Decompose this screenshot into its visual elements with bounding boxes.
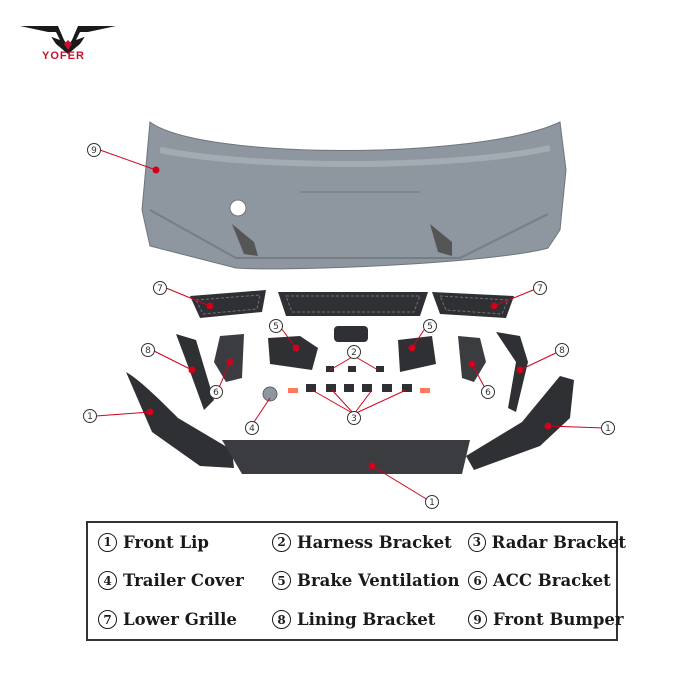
svg-text:7: 7 [157,284,163,294]
callout-1-right: 1 [601,421,615,435]
callout-3: 3 [347,411,361,425]
acc-bracket-right [458,336,486,382]
callout-2: 2 [347,345,361,359]
svg-text:6: 6 [213,388,219,398]
svg-text:8: 8 [559,346,565,356]
callout-5-right: 5 [423,319,437,333]
callout-1-left: 1 [83,409,97,423]
callout-1-center: 1 [425,495,439,509]
acc-bracket-left [214,334,244,382]
svg-text:1: 1 [429,498,435,508]
svg-text:7: 7 [537,284,543,294]
callout-6-left: 6 [209,385,223,399]
callout-8-left: 8 [141,343,155,357]
lower-grille-right [432,292,514,318]
front-lip-center [222,440,470,474]
brake-ventilation-left [268,336,318,370]
svg-text:5: 5 [273,322,279,332]
callout-4: 4 [245,421,259,435]
callout-6-right: 6 [481,385,495,399]
lower-grille-left [190,290,266,318]
grille-emblem-mount [334,326,368,342]
lower-grille-center [278,292,428,316]
callout-7-left: 7 [153,281,167,295]
svg-text:8: 8 [145,346,151,356]
front-bumper [141,121,567,270]
small-brackets [306,366,412,392]
svg-text:2: 2 [351,348,357,358]
svg-text:3: 3 [351,414,357,424]
yofer-logo-icon [20,26,116,54]
callout-9: 9 [87,143,101,157]
callout-7-right: 7 [533,281,547,295]
svg-text:1: 1 [605,424,611,434]
svg-text:4: 4 [249,424,255,434]
trailer-cover [262,386,278,402]
front-lip-left [126,372,234,468]
parts-diagram: 9 7 7 5 5 2 8 8 6 6 1 1 1 4 3 [83,121,615,509]
svg-text:9: 9 [91,146,97,156]
front-lip-right [466,376,574,470]
lining-bracket-left [176,334,214,410]
svg-text:6: 6 [485,388,491,398]
lining-bracket-right [496,332,528,412]
callout-8-right: 8 [555,343,569,357]
callout-5-left: 5 [269,319,283,333]
brand-name: YOFER [42,50,85,62]
brake-ventilation-right [398,336,436,372]
svg-text:5: 5 [427,322,433,332]
svg-text:1: 1 [87,412,93,422]
